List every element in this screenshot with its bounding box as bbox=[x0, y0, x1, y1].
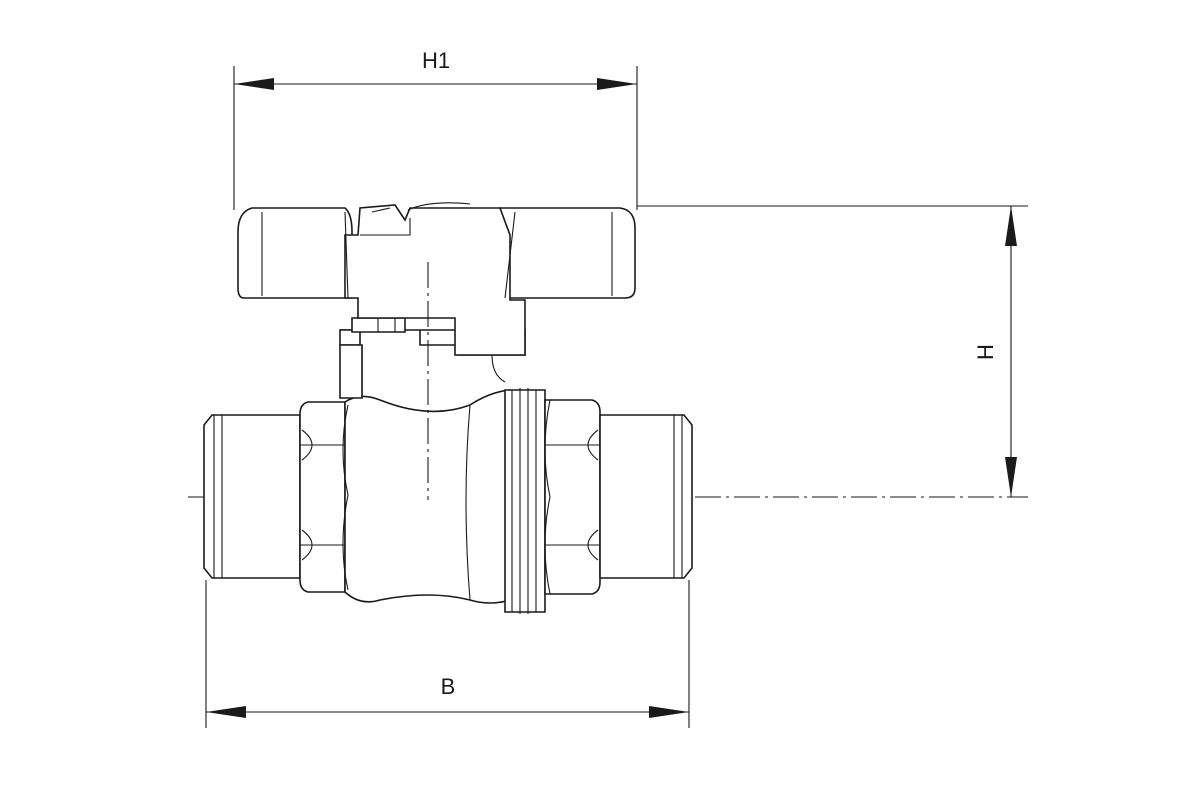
b-arrow-right bbox=[649, 706, 689, 718]
h1-arrow-left bbox=[234, 78, 274, 90]
b-label: B bbox=[441, 674, 456, 699]
union-ring bbox=[504, 388, 546, 614]
right-hex-nut bbox=[544, 399, 601, 595]
left-thread-end bbox=[203, 414, 301, 579]
t-handle bbox=[237, 202, 636, 356]
valve-body bbox=[342, 389, 511, 604]
dimension-h: H bbox=[637, 205, 1028, 497]
left-hex-nut bbox=[299, 401, 346, 593]
h-label: H bbox=[973, 344, 998, 360]
dimension-b: B bbox=[205, 580, 690, 728]
right-thread-end bbox=[599, 414, 693, 579]
h1-arrow-right bbox=[597, 78, 637, 90]
h-arrow-bottom bbox=[1005, 457, 1017, 497]
h1-label: H1 bbox=[422, 48, 450, 73]
h-arrow-top bbox=[1005, 206, 1017, 246]
b-arrow-left bbox=[206, 706, 246, 718]
dimension-h1: H1 bbox=[233, 48, 638, 210]
